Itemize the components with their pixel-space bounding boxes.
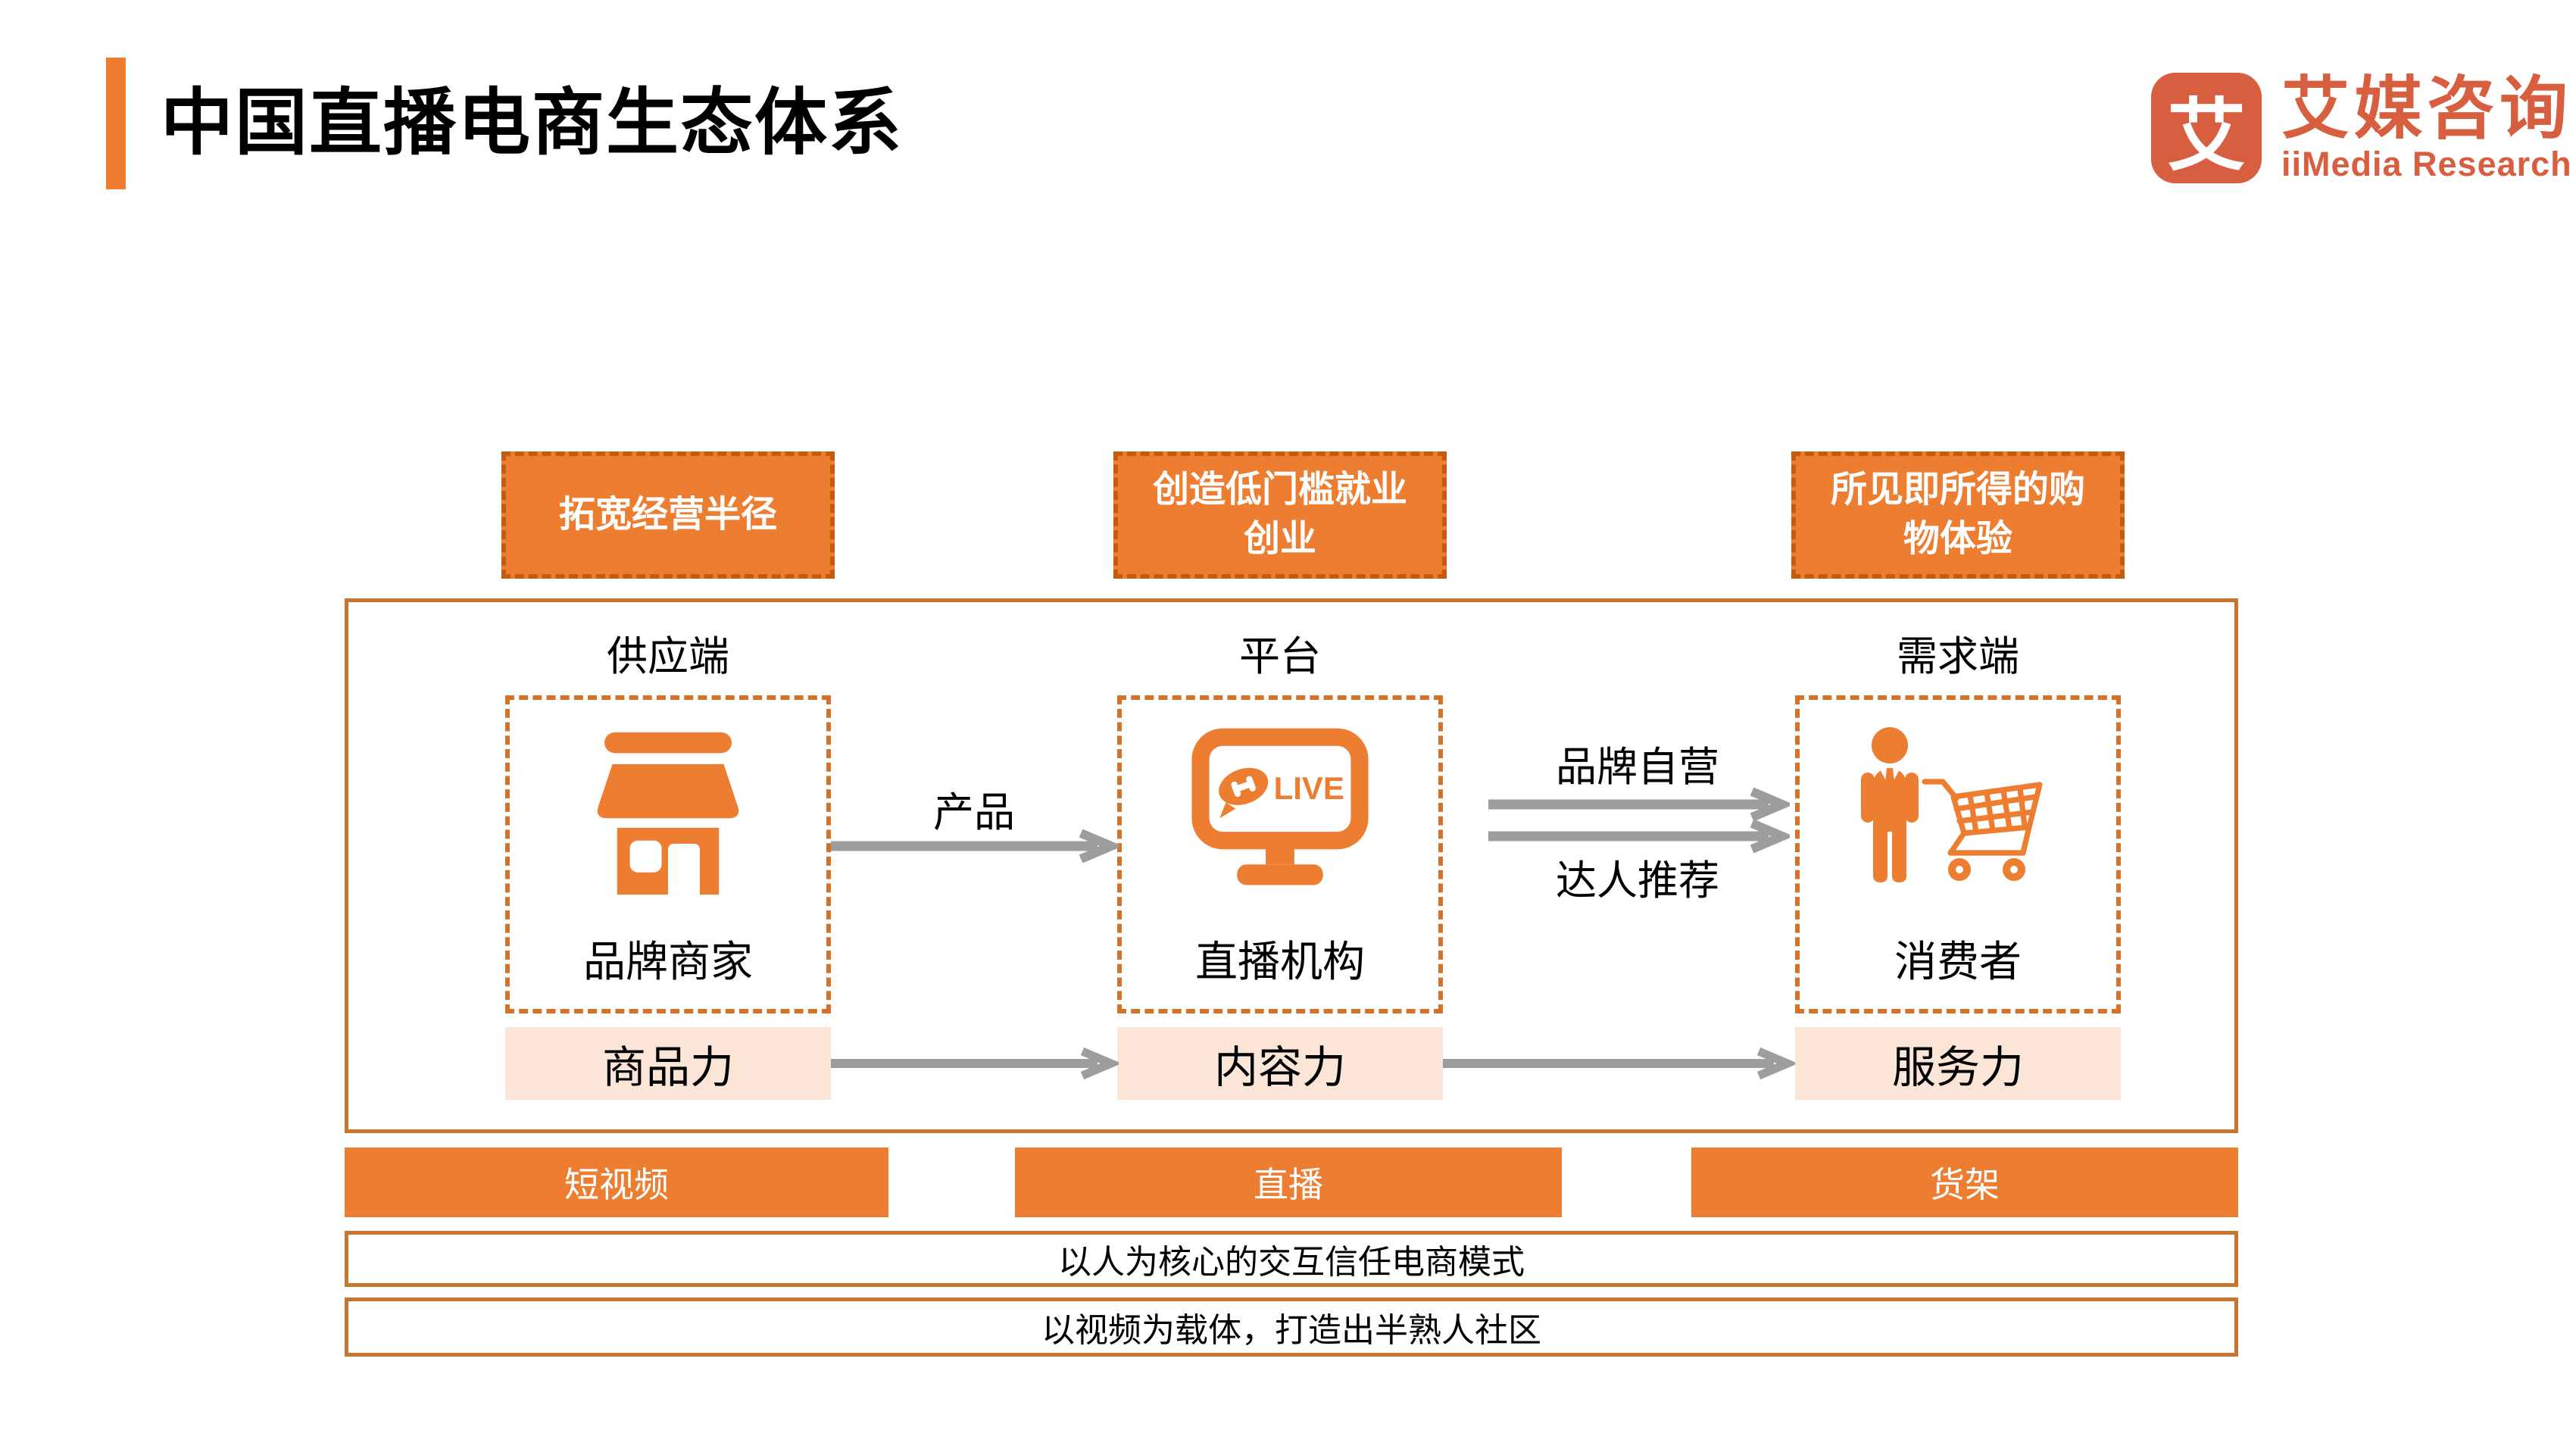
- page-title: 中国直播电商生态体系: [161, 83, 903, 164]
- flow-label-brand-self-operated: 品牌自营: [1556, 745, 1719, 790]
- entity-box-consumer: 消费者: [1795, 695, 2121, 1013]
- power-box-product: 商品力: [505, 1027, 831, 1100]
- power-label: 商品力: [601, 1043, 734, 1092]
- live-broadcast-monitor-icon: LIVE: [1191, 728, 1369, 885]
- channel-bar-live: 直播: [1015, 1148, 1562, 1217]
- entity-label: 直播机构: [1195, 938, 1365, 985]
- live-icon-text: LIVE: [1274, 770, 1344, 806]
- arrow-platform-to-demand-bottom: [1488, 820, 1790, 853]
- channel-bar-short-video: 短视频: [345, 1148, 888, 1217]
- foundation-text: 以人为核心的交互信任电商模式: [1058, 1244, 1525, 1281]
- title-accent-bar: [106, 58, 126, 189]
- arrow-platform-to-demand-top: [1488, 788, 1790, 821]
- logo-name-en: iiMedia Research: [2281, 144, 2572, 183]
- entity-label: 品牌商家: [583, 938, 753, 985]
- channel-bar-shelf: 货架: [1691, 1148, 2238, 1217]
- arrow-content-to-service: [1443, 1047, 1795, 1080]
- foundation-row-community: 以视频为载体，打造出半熟人社区: [345, 1298, 2238, 1357]
- benefit-box-demand: 所见即所得的购物体验: [1791, 451, 2125, 579]
- entity-box-brand-merchant: 品牌商家: [505, 695, 831, 1013]
- flow-label-influencer-recommend: 达人推荐: [1556, 858, 1719, 904]
- column-header-demand: 需求端: [1897, 634, 2019, 679]
- imedia-logo-icon: 艾: [2151, 73, 2262, 183]
- consumer-shopping-cart-icon: [1861, 727, 2043, 882]
- foundation-row-trust-model: 以人为核心的交互信任电商模式: [345, 1231, 2238, 1287]
- logo-name-cn: 艾媒咨询: [2281, 71, 2572, 147]
- column-header-platform: 平台: [1239, 634, 1321, 679]
- channel-label: 短视频: [564, 1165, 669, 1204]
- channel-label: 货架: [1930, 1165, 2000, 1204]
- flow-label-product: 产品: [933, 790, 1015, 835]
- logo-text: 艾媒咨询 iiMedia Research: [2281, 73, 2572, 183]
- logo-mark-glyph: 艾: [2166, 92, 2246, 180]
- benefit-box-platform: 创造低门槛就业创业: [1113, 451, 1447, 579]
- foundation-text: 以视频为载体，打造出半熟人社区: [1041, 1312, 1541, 1349]
- imedia-logo: 艾 艾媒咨询 iiMedia Research: [2151, 73, 2572, 183]
- benefit-label: 所见即所得的购物体验: [1830, 470, 2085, 559]
- column-header-supply: 供应端: [607, 634, 729, 679]
- arrow-supply-to-platform: [831, 829, 1119, 863]
- entity-label: 消费者: [1894, 938, 2022, 985]
- arrow-product-to-content: [831, 1047, 1119, 1080]
- power-label: 服务力: [1891, 1043, 2024, 1092]
- storefront-icon: [597, 732, 739, 895]
- entity-box-live-agency: LIVE 直播机构: [1117, 695, 1443, 1013]
- power-label: 内容力: [1213, 1043, 1346, 1092]
- channel-label: 直播: [1254, 1165, 1323, 1204]
- power-box-content: 内容力: [1117, 1027, 1443, 1100]
- benefit-box-supply: 拓宽经营半径: [501, 451, 835, 579]
- power-box-service: 服务力: [1795, 1027, 2121, 1100]
- benefit-label: 创造低门槛就业创业: [1152, 470, 1407, 559]
- benefit-label: 拓宽经营半径: [558, 494, 777, 535]
